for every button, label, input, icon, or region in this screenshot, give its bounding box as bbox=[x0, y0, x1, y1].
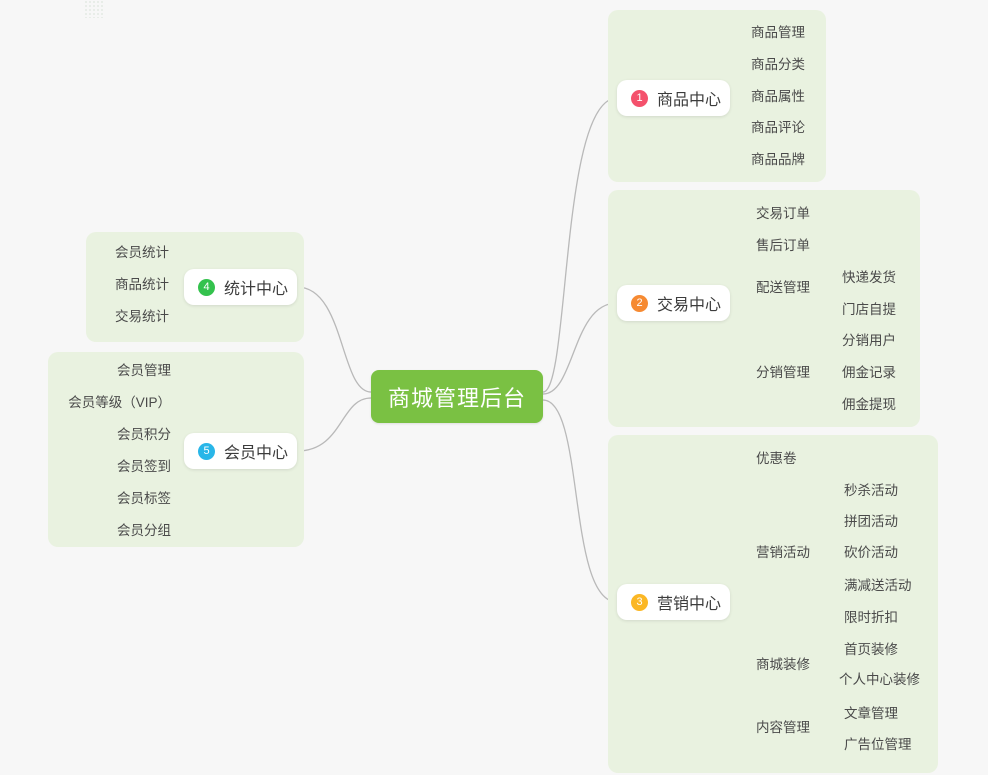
node-商品统计[interactable]: 商品统计 bbox=[115, 277, 169, 292]
node-商品属性[interactable]: 商品属性 bbox=[751, 89, 805, 104]
node-会员标签[interactable]: 会员标签 bbox=[117, 491, 171, 506]
node-拼团活动[interactable]: 拼团活动 bbox=[844, 514, 898, 529]
node-配送管理[interactable]: 配送管理 bbox=[756, 280, 810, 295]
node-满减送活动[interactable]: 满减送活动 bbox=[844, 578, 912, 593]
node-首页装修[interactable]: 首页装修 bbox=[844, 642, 898, 657]
node-限时折扣[interactable]: 限时折扣 bbox=[844, 610, 898, 625]
node-商品品牌[interactable]: 商品品牌 bbox=[751, 152, 805, 167]
node-佣金记录[interactable]: 佣金记录 bbox=[842, 365, 896, 380]
node-营销活动[interactable]: 营销活动 bbox=[756, 545, 810, 560]
branch-node-4[interactable]: 4 统计中心 bbox=[184, 269, 297, 305]
branch-node-3[interactable]: 3 营销中心 bbox=[617, 584, 730, 620]
node-广告位管理[interactable]: 广告位管理 bbox=[844, 737, 912, 752]
node-商城装修[interactable]: 商城装修 bbox=[756, 657, 810, 672]
branch-badge-2: 2 bbox=[631, 294, 648, 312]
node-佣金提现[interactable]: 佣金提现 bbox=[842, 397, 896, 412]
branch-label-5: 会员中心 bbox=[224, 445, 289, 462]
node-快递发货[interactable]: 快递发货 bbox=[842, 270, 896, 285]
branch-label-2: 交易中心 bbox=[657, 297, 722, 314]
node-门店自提[interactable]: 门店自提 bbox=[842, 302, 896, 317]
branch-badge-5: 5 bbox=[198, 442, 215, 460]
node-会员签到[interactable]: 会员签到 bbox=[117, 459, 171, 474]
node-分销管理[interactable]: 分销管理 bbox=[756, 365, 810, 380]
node-会员分组[interactable]: 会员分组 bbox=[117, 523, 171, 538]
branch-label-3: 营销中心 bbox=[657, 596, 722, 613]
node-会员等级（VIP）[interactable]: 会员等级（VIP） bbox=[68, 395, 171, 410]
node-商品评论[interactable]: 商品评论 bbox=[751, 120, 805, 135]
node-会员统计[interactable]: 会员统计 bbox=[115, 245, 169, 260]
branch-node-2[interactable]: 2 交易中心 bbox=[617, 285, 730, 321]
node-砍价活动[interactable]: 砍价活动 bbox=[844, 545, 898, 560]
node-交易订单[interactable]: 交易订单 bbox=[756, 206, 810, 221]
node-个人中心装修[interactable]: 个人中心装修 bbox=[839, 672, 920, 687]
node-会员管理[interactable]: 会员管理 bbox=[117, 363, 171, 378]
node-内容管理[interactable]: 内容管理 bbox=[756, 720, 810, 735]
branch-badge-4: 4 bbox=[198, 278, 215, 296]
node-商品管理[interactable]: 商品管理 bbox=[751, 25, 805, 40]
node-秒杀活动[interactable]: 秒杀活动 bbox=[844, 483, 898, 498]
node-分销用户[interactable]: 分销用户 bbox=[842, 333, 896, 348]
node-售后订单[interactable]: 售后订单 bbox=[756, 238, 810, 253]
branch-badge-3: 3 bbox=[631, 593, 648, 611]
root-node[interactable]: 商城管理后台 bbox=[371, 370, 543, 423]
node-交易统计[interactable]: 交易统计 bbox=[115, 309, 169, 324]
branch-label-4: 统计中心 bbox=[224, 281, 289, 298]
root-node-label: 商城管理后台 bbox=[387, 385, 526, 411]
node-文章管理[interactable]: 文章管理 bbox=[844, 706, 898, 721]
node-会员积分[interactable]: 会员积分 bbox=[117, 427, 171, 442]
branch-badge-1: 1 bbox=[631, 89, 648, 107]
branch-label-1: 商品中心 bbox=[657, 92, 722, 109]
node-优惠卷[interactable]: 优惠卷 bbox=[756, 451, 797, 466]
branch-node-5[interactable]: 5 会员中心 bbox=[184, 433, 297, 469]
branch-node-1[interactable]: 1 商品中心 bbox=[617, 80, 730, 116]
node-商品分类[interactable]: 商品分类 bbox=[751, 57, 805, 72]
watermark-speck bbox=[84, 0, 104, 18]
